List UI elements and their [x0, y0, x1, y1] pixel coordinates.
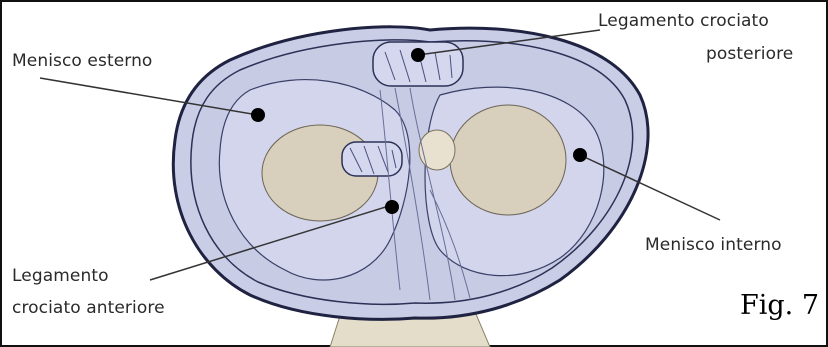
medial-plateau: [450, 105, 566, 215]
label-lcp-line2: posteriore: [706, 43, 793, 65]
intercondylar-eminence: [419, 130, 455, 170]
acl-stump: [342, 142, 402, 176]
label-lcp-line1: Legamento crociato: [598, 10, 769, 32]
label-menisco-esterno: Menisco esterno: [12, 50, 152, 72]
dot-lcp: [411, 48, 425, 62]
dot-menisco-esterno: [251, 108, 265, 122]
dot-menisco-interno: [573, 148, 587, 162]
label-lca-line1: Legamento: [12, 265, 109, 287]
dot-lca: [385, 200, 399, 214]
label-lca-line2: crociato anteriore: [12, 297, 165, 319]
figure-label: Fig. 7: [740, 290, 819, 321]
label-menisco-interno: Menisco interno: [645, 234, 782, 256]
